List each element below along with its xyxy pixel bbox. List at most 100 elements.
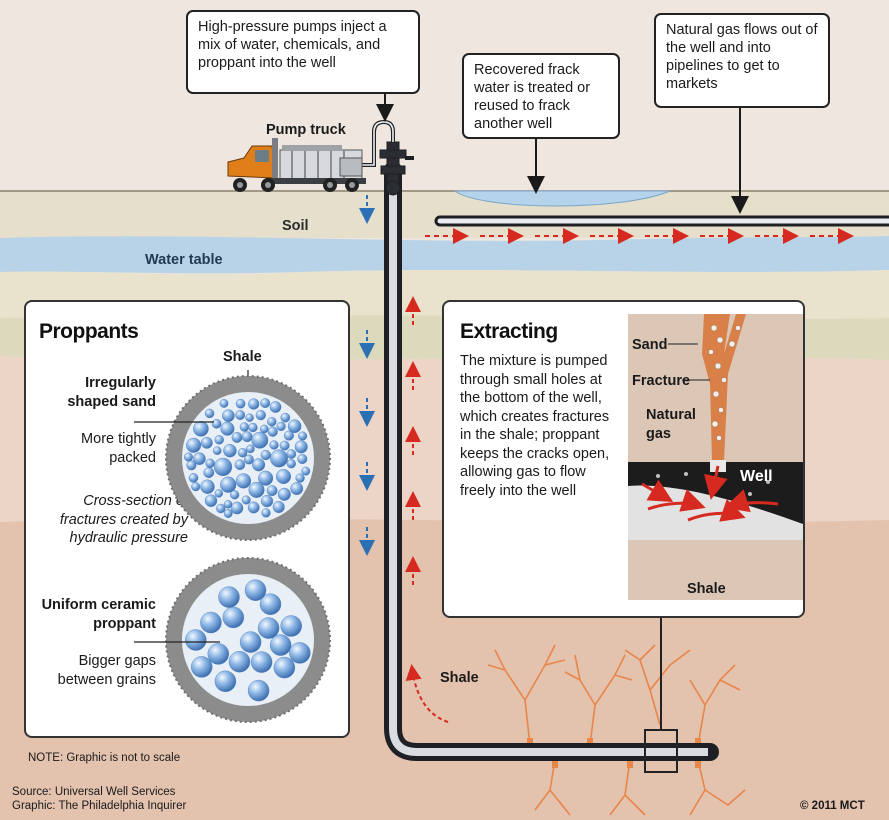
proppant-grain — [270, 449, 288, 468]
proppant-grain — [239, 631, 262, 653]
proppant-grain — [203, 467, 215, 479]
proppant-grain — [241, 495, 251, 505]
proppant-grain — [275, 468, 291, 484]
proppant-grain — [239, 422, 250, 432]
sand-callout-label: Sand — [632, 337, 668, 353]
well-callout-label: Well — [740, 468, 773, 485]
proppant-grain — [290, 482, 304, 496]
proppant-grain — [248, 422, 258, 433]
proppant-grain — [244, 579, 267, 601]
proppant-grain — [200, 479, 215, 494]
proppant-grain — [204, 494, 218, 507]
proppant-grain — [222, 409, 235, 422]
proppant-grain — [222, 606, 245, 629]
source-credit: Source: Universal Well Services — [12, 786, 176, 798]
proppant-grain — [214, 670, 237, 692]
proppant-grain — [280, 615, 302, 637]
natural-gas-callout-label: Natural gas — [646, 407, 696, 442]
proppant-grain — [214, 489, 224, 498]
proppant-grain — [280, 412, 291, 423]
proppant-grain — [205, 458, 215, 469]
proppant-grain — [230, 490, 240, 500]
proppant-grain — [220, 476, 237, 493]
proppant-grain — [211, 419, 222, 429]
proppant-grain — [247, 679, 270, 702]
proppant-grain — [185, 629, 207, 651]
proppant-grain — [257, 617, 280, 639]
copyright: © 2011 MCT — [800, 800, 865, 812]
scale-note: NOTE: Graphic is not to scale — [28, 752, 181, 764]
proppant-grain — [213, 457, 233, 476]
proppant-grain — [188, 473, 199, 483]
proppant-grain — [235, 473, 252, 489]
wellhead — [379, 141, 414, 196]
proppant-grain — [298, 431, 308, 441]
proppant-grain — [267, 426, 278, 437]
proppant-grain — [269, 634, 292, 656]
proppant-grain — [286, 459, 296, 469]
proppant-grain — [286, 449, 297, 459]
sand-fracture-ring — [166, 376, 330, 540]
soil-label: Soil — [282, 218, 309, 234]
proppant-grain — [220, 421, 235, 436]
proppant-grain — [260, 398, 271, 409]
proppant-grain — [260, 495, 274, 508]
proppant-grain — [223, 443, 237, 458]
proppant-grain — [295, 473, 305, 483]
proppant-grain — [214, 435, 224, 445]
proppant-grain — [223, 500, 233, 509]
gas-flow-callout: Natural gas flows out of the well and in… — [654, 13, 830, 108]
sand-title: Irregularly shaped sand — [67, 375, 156, 410]
extracting-title: Extracting — [460, 320, 558, 343]
proppant-grain — [251, 431, 269, 449]
frack-water-pond — [453, 190, 671, 207]
pump-truck-label: Pump truck — [266, 122, 346, 138]
soil-layer — [0, 190, 889, 238]
proppant-grain — [241, 431, 253, 443]
shale-label: Shale — [440, 670, 479, 686]
proppant-grain — [223, 509, 233, 518]
proppant-grain — [276, 421, 286, 432]
proppant-grain — [259, 424, 269, 434]
proppant-grain — [219, 399, 229, 408]
pump-truck-illustration — [227, 138, 366, 192]
proppant-grain — [297, 453, 308, 464]
proppant-grain — [289, 642, 311, 664]
proppant-grain — [218, 586, 240, 608]
proppant-grain — [207, 643, 230, 665]
cross-section-caption: Cross-section of fractures created by hy… — [59, 493, 188, 546]
sand-description: More tightly packed — [81, 431, 156, 466]
proppant-grain — [273, 656, 296, 679]
water-table-layer — [0, 236, 889, 274]
sand-grains — [183, 398, 311, 518]
extraction-arrows — [405, 296, 449, 723]
proppant-grain — [235, 398, 246, 409]
proppant-grain — [252, 458, 266, 472]
proppant-grain — [234, 459, 246, 470]
proppant-grain — [259, 593, 282, 615]
proppant-grain — [279, 440, 290, 451]
proppant-grain — [269, 440, 279, 450]
ceramic-fracture-ring — [166, 558, 330, 722]
proppant-grain — [200, 436, 213, 449]
extracting-body: The mixture is pumped through small hole… — [460, 353, 610, 499]
pumps-callout: High-pressure pumps inject a mix of wate… — [186, 10, 420, 94]
fracture-callout-label: Fracture — [632, 373, 691, 389]
proppant-grain — [231, 431, 243, 443]
extracting-panel: Extracting The mixture is pumped through… — [442, 300, 805, 618]
proppants-panel: Proppants Shale Irregularly shaped sand … — [24, 300, 350, 738]
proppant-grain — [237, 447, 248, 458]
proppant-grain — [261, 508, 271, 518]
proppant-grain — [248, 398, 260, 410]
proppant-grain — [183, 452, 193, 462]
proppant-grain — [243, 454, 254, 465]
proppant-grain — [248, 481, 265, 498]
proppant-grain — [283, 430, 294, 441]
proppant-grain — [204, 408, 215, 419]
proppant-grain — [186, 460, 197, 471]
proppant-grain — [301, 466, 311, 476]
proppant-grain — [193, 421, 209, 437]
proppant-grain — [250, 651, 273, 673]
proppant-grain — [212, 446, 222, 455]
